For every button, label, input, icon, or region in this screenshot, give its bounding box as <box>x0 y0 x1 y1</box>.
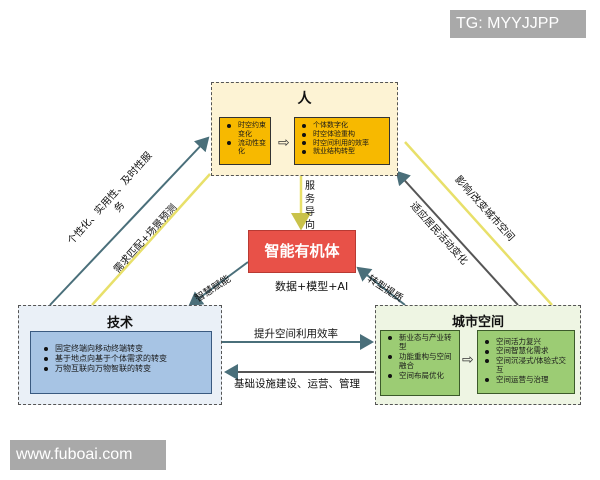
technology-panel: 固定终端向移动终端转变 基于地点向基于个体需求的转变 万物互联向万物智联的转变 <box>30 331 212 394</box>
list-item: 时空体验重构 <box>302 130 387 139</box>
list-item: 就业结构转型 <box>302 147 387 156</box>
edge-label-infrastructure: 基础设施建设、运营、管理 <box>234 378 360 390</box>
list-item: 空间沉浸式/体验式交互 <box>485 356 572 375</box>
core-subtitle: 数据+模型+AI <box>275 280 349 293</box>
person-right-panel: 个体数字化 时空体验重构 时空间利用的效率 就业结构转型 <box>294 117 390 165</box>
list-item: 空间活力复兴 <box>485 337 572 346</box>
watermark-top-right: TG: MYYJJPP <box>450 10 586 38</box>
city-space-box: 城市空间 新业态与产业转型 功能重构与空间融合 空间布局优化 ⇨ 空间活力复兴 … <box>375 305 581 405</box>
list-item: 个体数字化 <box>302 121 387 130</box>
technology-title: 技术 <box>106 316 133 331</box>
list-item: 万物互联向万物智联的转变 <box>44 364 207 374</box>
person-title: 人 <box>297 91 312 107</box>
list-item: 时空约束变化 <box>227 121 266 138</box>
hollow-arrow-icon: ⇨ <box>462 352 474 368</box>
list-item: 基于地点向基于个体需求的转变 <box>44 354 207 364</box>
hollow-arrow-icon: ⇨ <box>278 135 290 151</box>
city-space-title: 城市空间 <box>451 315 504 330</box>
core-box: 智能有机体 <box>248 230 356 273</box>
edge-label-efficiency: 提升空间利用效率 <box>254 328 338 340</box>
list-item: 功能重构与空间融合 <box>388 352 457 371</box>
edge-label-service: 服务导向 <box>305 181 315 231</box>
person-left-panel: 时空约束变化 流动性变化 <box>219 117 271 165</box>
list-item: 固定终端向移动终端转变 <box>44 344 207 354</box>
list-item: 新业态与产业转型 <box>388 333 457 352</box>
list-item: 流动性变化 <box>227 138 266 156</box>
watermark-bottom-left: www.fuboai.com <box>10 440 166 470</box>
city-left-panel: 新业态与产业转型 功能重构与空间融合 空间布局优化 <box>380 330 460 396</box>
city-right-panel: 空间活力复兴 空间智慧化需求 空间沉浸式/体验式交互 空间运营与治理 <box>477 330 575 394</box>
list-item: 时空间利用的效率 <box>302 139 387 148</box>
list-item: 空间智慧化需求 <box>485 346 572 355</box>
core-title: 智能有机体 <box>264 242 340 260</box>
technology-box: 技术 固定终端向移动终端转变 基于地点向基于个体需求的转变 万物互联向万物智联的… <box>18 305 222 405</box>
person-box: 人 时空约束变化 流动性变化 ⇨ 个体数字化 时空体验重构 时空间利用的效率 就… <box>211 82 398 176</box>
list-item: 空间布局优化 <box>388 371 457 380</box>
list-item: 空间运营与治理 <box>485 375 572 384</box>
